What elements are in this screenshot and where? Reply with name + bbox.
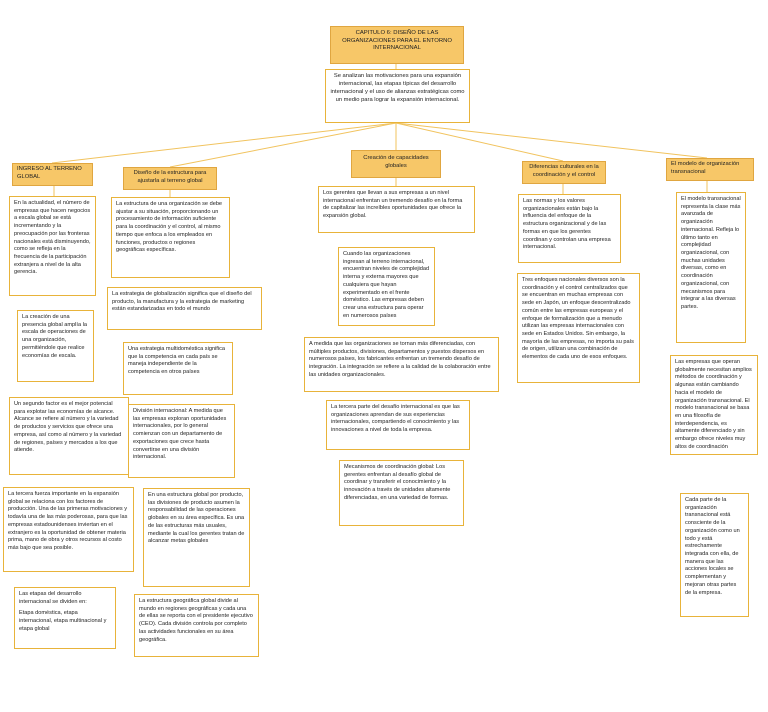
ingreso-stages-list: Etapa doméstica, etapa internacional, et… <box>19 610 107 632</box>
column-header-diseno: Diseño de la estructura para ajustarla a… <box>123 167 217 190</box>
capacidades-box-1: Los gerentes que llevan a sus empresas a… <box>318 186 475 233</box>
diseno-box-6: La estructura geográfica global divide a… <box>134 594 259 657</box>
transnacional-box-3: Cada parte de la organización transnacio… <box>680 493 749 617</box>
ingreso-box-4: La tercera fuerza importante en la expan… <box>3 487 134 572</box>
ingreso-box-1: En la actualidad, el número de empresas … <box>9 196 96 296</box>
diseno-box-4: División internacional: A medida que las… <box>128 404 235 478</box>
column-header-diferencias: Diferencias culturales en la coordinació… <box>522 161 606 184</box>
ingreso-box-5: Las etapas del desarrollo internacional … <box>14 587 116 649</box>
column-header-transnacional: El modelo de organización transnacional <box>666 158 754 181</box>
transnacional-box-1: El modelo transnacional representa la cl… <box>676 192 746 343</box>
column-header-ingreso: INGRESO AL TERRENO GLOBAL <box>12 163 93 186</box>
capacidades-box-4: La tercera parte del desafío internacion… <box>326 400 470 450</box>
capacidades-box-5: Mecanismos de coordinación global: Los g… <box>339 460 464 526</box>
diseno-box-3: Una estrategia multidoméstica significa … <box>123 342 233 395</box>
ingreso-box-3: Un segundo factor es el mejor potencial … <box>9 397 129 475</box>
diferencias-box-1: Las normas y los valores organizacionale… <box>518 194 621 263</box>
diseno-box-2: La estrategia de globalización significa… <box>107 287 262 330</box>
transnacional-box-2: Las empresas que operan globalmente nece… <box>670 355 758 455</box>
ingreso-box-2: La creación de una presencia global ampl… <box>17 310 94 382</box>
diferencias-box-2: Tres enfoques nacionales diversos son la… <box>517 273 640 383</box>
diseno-box-5: En una estructura global por producto, l… <box>143 488 250 587</box>
capacidades-box-3: A medida que las organizaciones se torna… <box>304 337 499 392</box>
intro-text: Se analizan las motivaciones para una ex… <box>325 69 470 123</box>
page-title: CAPITULO 6: DISEÑO DE LAS ORGANIZACIONES… <box>330 26 464 64</box>
diseno-box-1: La estructura de una organización se deb… <box>111 197 230 278</box>
column-header-capacidades: Creación de capacidades globales <box>351 150 441 178</box>
ingreso-stages-heading: Las etapas del desarrollo internacional … <box>19 591 87 605</box>
capacidades-box-2: Cuando las organizaciones ingresan al te… <box>338 247 435 326</box>
